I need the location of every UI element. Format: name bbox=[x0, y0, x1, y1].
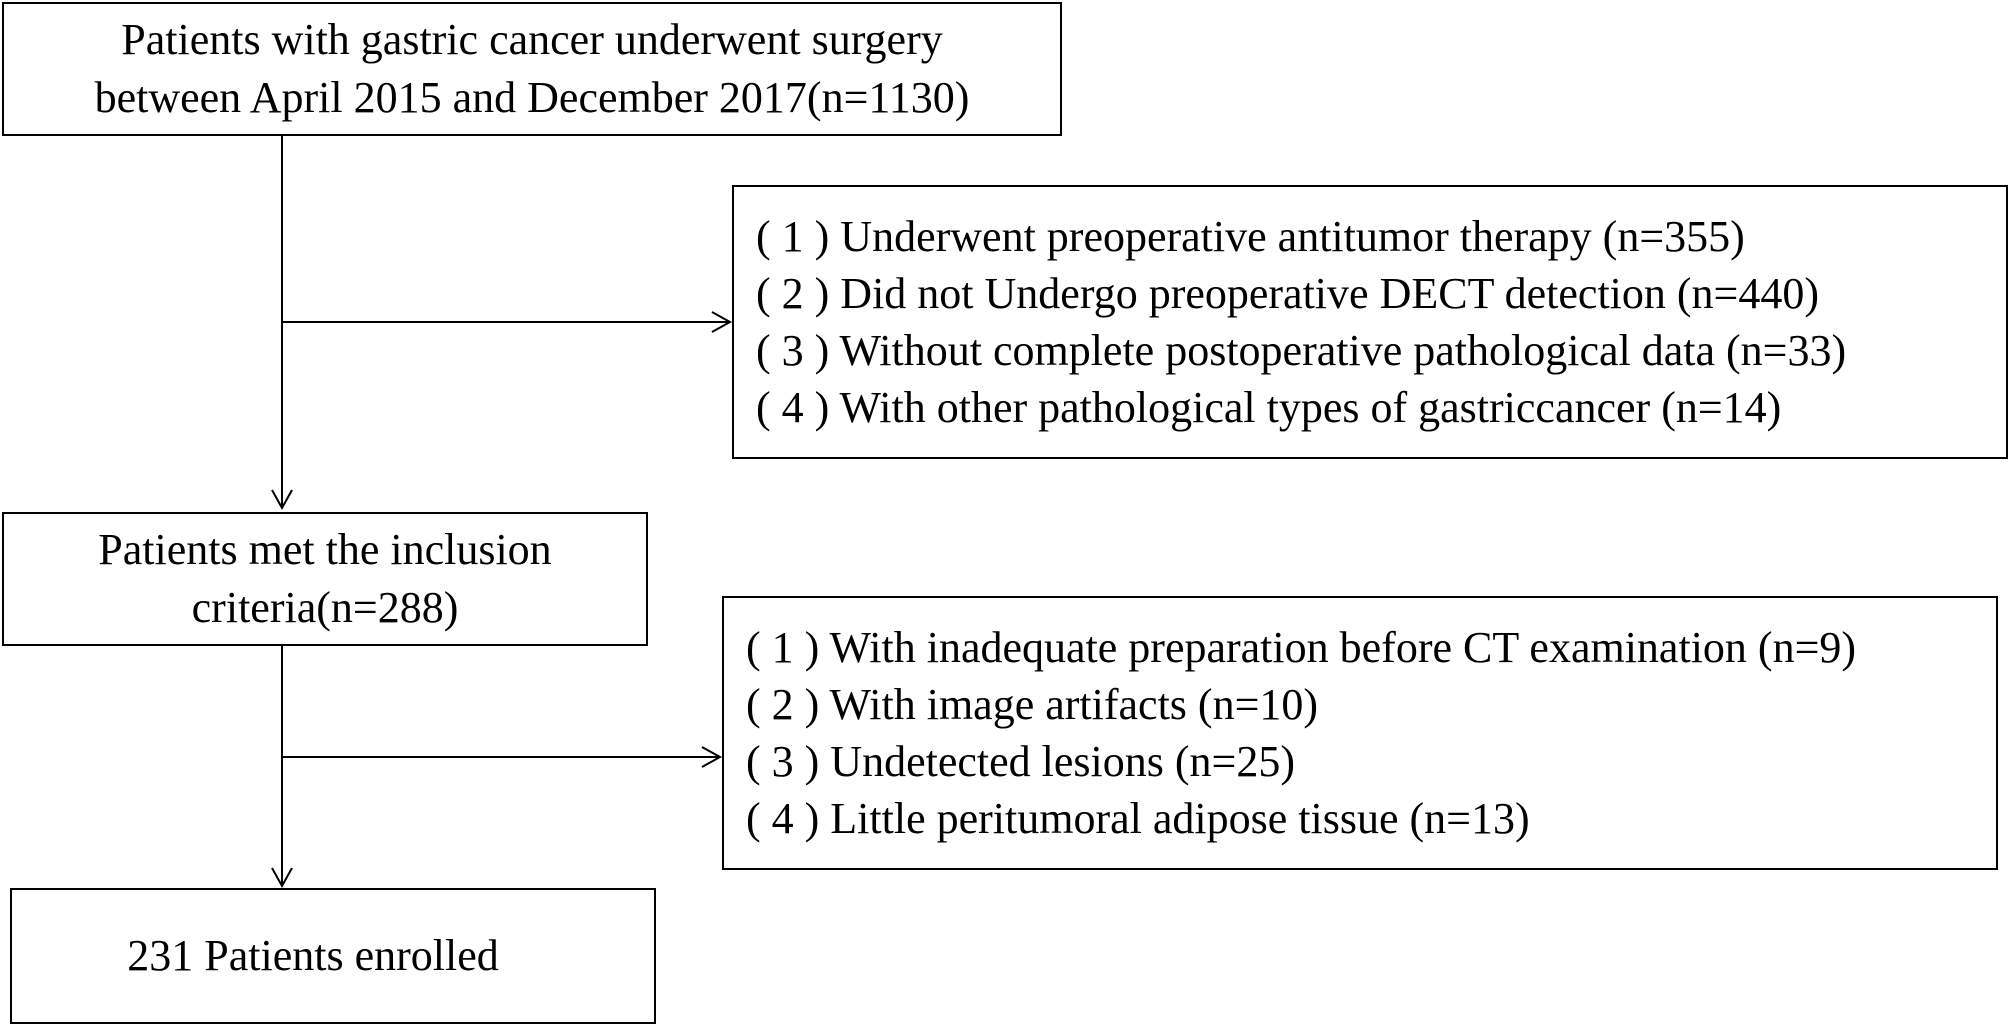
arrowhead-enrolled bbox=[271, 867, 293, 889]
arrowhead-included bbox=[271, 489, 293, 511]
exclusion-2-item-3: ( 3 ) Undetected lesions (n=25) bbox=[746, 737, 1295, 786]
start-box-line-2: between April 2015 and December 2017(n=1… bbox=[94, 73, 970, 122]
exclusion-box-2: ( 1 ) With inadequate preparation before… bbox=[722, 596, 1998, 870]
arrowhead-exclusion-2 bbox=[701, 746, 723, 768]
exclusion-box-1: ( 1 ) Underwent preoperative antitumor t… bbox=[732, 185, 2008, 459]
enrolled-box: 231 Patients enrolled bbox=[10, 888, 656, 1024]
exclusion-2-item-2: ( 2 ) With image artifacts (n=10) bbox=[746, 680, 1319, 729]
included-box-line-1: Patients met the inclusion bbox=[98, 525, 552, 574]
start-box-line-1: Patients with gastric cancer underwent s… bbox=[121, 15, 943, 64]
arrowhead-exclusion-1 bbox=[711, 311, 733, 333]
exclusion-1-item-2: ( 2 ) Did not Undergo preoperative DECT … bbox=[756, 269, 1820, 318]
exclusion-1-item-4: ( 4 ) With other pathological types of g… bbox=[756, 383, 1782, 432]
included-box: Patients met the inclusion criteria(n=28… bbox=[2, 512, 648, 646]
exclusion-2-item-4: ( 4 ) Little peritumoral adipose tissue … bbox=[746, 794, 1530, 843]
enrolled-box-text: 231 Patients enrolled bbox=[127, 931, 499, 980]
exclusion-1-item-3: ( 3 ) Without complete postoperative pat… bbox=[756, 326, 1847, 375]
start-box: Patients with gastric cancer underwent s… bbox=[2, 2, 1062, 136]
exclusion-1-item-1: ( 1 ) Underwent preoperative antitumor t… bbox=[756, 212, 1745, 261]
exclusion-2-item-1: ( 1 ) With inadequate preparation before… bbox=[746, 623, 1857, 672]
included-box-line-2: criteria(n=288) bbox=[191, 583, 459, 632]
